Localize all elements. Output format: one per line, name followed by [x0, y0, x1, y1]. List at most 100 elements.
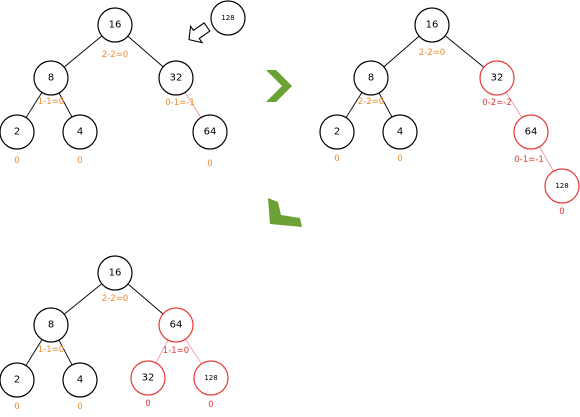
tree-inserted-edges	[345, 35, 554, 172]
tree-inserted-balance-128: 0	[559, 207, 564, 217]
node-label: 2	[14, 127, 20, 138]
node-circle	[210, 0, 246, 36]
tree-initial-balance-4: 0	[77, 156, 82, 166]
node-circle	[33, 60, 69, 96]
tree-rotated-node-16: 16	[97, 255, 133, 291]
node-circle	[97, 7, 133, 43]
node-label: 32	[170, 73, 183, 84]
tree-rotated-balance-16: 2-2=0	[102, 294, 128, 304]
node-circle	[382, 114, 418, 150]
insert-arrow-icon	[188, 22, 211, 44]
tree-rotated-node-64: 64	[158, 307, 194, 343]
tree-inserted-node-4: 4	[382, 114, 418, 150]
tree-rotated-balance-32: 0	[145, 399, 150, 409]
tree-inserted-node-64: 64	[513, 114, 549, 150]
node-circle	[62, 362, 98, 398]
node-circle	[479, 60, 515, 96]
node-label: 128	[221, 14, 234, 22]
tree-initial-node-8: 8	[33, 60, 69, 96]
tree-rotated-edge-16-8	[63, 283, 103, 315]
node-label: 4	[77, 127, 83, 138]
tree-initial-balance-32: 0-1=-1	[165, 98, 194, 108]
tree-initial-node-128: 128	[210, 0, 246, 36]
tree-initial-edge-8-4	[58, 92, 73, 118]
tree-rotated-edge-64-128	[184, 338, 203, 365]
node-circle	[414, 7, 450, 43]
node-circle	[192, 114, 228, 150]
tree-rotated-balance-4: 0	[77, 402, 82, 412]
node-circle	[193, 360, 229, 396]
node-circle	[33, 307, 69, 343]
node-label: 2	[14, 375, 20, 386]
tree-inserted-balance-32: 0-2=-2	[482, 98, 511, 108]
node-circle	[130, 360, 166, 396]
node-label: 8	[48, 320, 54, 331]
node-label: 64	[204, 127, 217, 138]
tree-initial-balance-8: 1-1=0	[38, 97, 64, 107]
node-label: 16	[109, 268, 122, 279]
tree-initial-edge-16-8	[63, 35, 103, 68]
node-label: 16	[426, 20, 439, 31]
tree-rotated-nodes: 16 8 64 2 4 32 128	[0, 255, 229, 398]
tree-rotated-node-128: 128	[193, 360, 229, 396]
node-circle	[513, 114, 549, 150]
node-circle	[0, 362, 35, 398]
node-label: 8	[368, 73, 374, 84]
tree-initial-nodes: 16 8 32 2 4 64 128	[0, 0, 246, 150]
tree-rotated-node-4: 4	[62, 362, 98, 398]
node-label: 128	[555, 182, 568, 190]
node-label: 4	[77, 375, 83, 386]
tree-rotated-edges	[25, 283, 203, 366]
tree-inserted-node-16: 16	[414, 7, 450, 43]
node-circle	[62, 114, 98, 150]
tree-rotated-balance-2: 0	[14, 402, 19, 412]
tree-inserted-balance-64: 0-1=-1	[514, 155, 543, 165]
node-label: 64	[170, 320, 183, 331]
tree-initial-balance-64: 0	[207, 159, 212, 169]
tree-rotated-edge-8-4	[58, 339, 73, 366]
node-label: 32	[142, 373, 155, 384]
node-circle	[353, 60, 389, 96]
tree-rotated-node-8: 8	[33, 307, 69, 343]
tree-inserted-node-2: 2	[319, 114, 355, 150]
node-circle	[544, 168, 580, 204]
tree-rotated-edge-16-64	[127, 283, 164, 315]
tree-inserted-edge-8-4	[378, 92, 393, 118]
node-label: 32	[491, 73, 504, 84]
tree-initial-edge-8-2	[25, 92, 43, 118]
tree-rotated-balance-8: 1-1=0	[38, 345, 64, 355]
tree-initial-node-32: 32	[158, 60, 194, 96]
tree-initial-edge-32-64	[184, 92, 202, 118]
node-label: 128	[204, 374, 217, 382]
tree-inserted-edge-16-32	[444, 35, 485, 68]
tree-rotated-node-32: 32	[130, 360, 166, 396]
tree-inserted-edge-32-64	[505, 92, 523, 118]
tree-initial-edges	[25, 35, 202, 118]
tree-inserted-node-32: 32	[479, 60, 515, 96]
node-label: 8	[48, 73, 54, 84]
tree-rotated-balance-64: 1-1=0	[163, 346, 189, 356]
tree-inserted-balance-4: 0	[397, 154, 402, 164]
node-circle	[158, 307, 194, 343]
tree-inserted-balance-8: 2-2=0	[358, 97, 384, 107]
node-circle	[319, 114, 355, 150]
tree-inserted-edge-16-8	[383, 35, 420, 68]
tree-rotated-balance-128: 0	[208, 400, 213, 410]
node-label: 16	[109, 20, 122, 31]
tree-initial-node-2: 2	[0, 114, 35, 150]
tree-initial-balance-16: 2-2=0	[102, 50, 128, 60]
chevron-right-icon	[266, 70, 292, 102]
tree-rotated-edge-8-2	[25, 339, 43, 366]
node-label: 64	[525, 127, 538, 138]
tree-inserted-node-128: 128	[544, 168, 580, 204]
node-label: 2	[334, 127, 340, 138]
tree-rotated-node-2: 2	[0, 362, 35, 398]
node-circle	[0, 114, 35, 150]
tree-initial-node-16: 16	[97, 7, 133, 43]
tree-inserted-edge-8-2	[345, 92, 363, 118]
tree-initial-edge-16-32	[127, 35, 164, 68]
